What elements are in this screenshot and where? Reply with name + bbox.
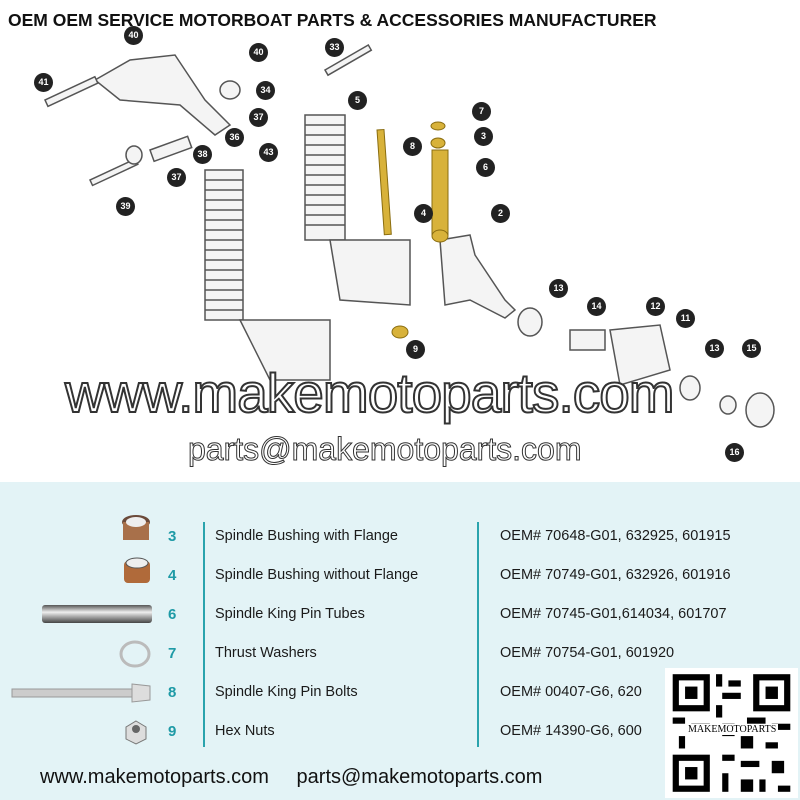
callout-7: 7 [472,102,491,121]
callout-36: 36 [225,128,244,147]
part-name: Spindle Bushing with Flange [215,528,398,544]
nut-9 [391,325,409,339]
shock-right [304,114,411,306]
callout-2: 2 [491,204,510,223]
callout-33: 33 [325,38,344,57]
callout-8: 8 [403,137,422,156]
callout-3: 3 [474,127,493,146]
part-name: Hex Nuts [215,723,275,739]
callout-13: 13 [705,339,724,358]
washer-icon [119,640,151,668]
divider [477,522,479,747]
part-number: 7 [168,645,177,662]
footer-site-link[interactable]: www.makemotoparts.com [40,766,269,788]
callout-15: 15 [742,339,761,358]
callout-11: 11 [676,309,695,328]
exploded-parts-diagram [44,43,775,428]
upper-arm [93,54,232,136]
page-title: OEM OEM SERVICE MOTORBOAT PARTS & ACCESS… [8,10,657,30]
callout-40: 40 [249,43,268,62]
bushing-37 [219,80,241,100]
callout-43: 43 [259,143,278,162]
callout-39: 39 [116,197,135,216]
washer-7 [430,121,446,131]
callout-5: 5 [348,91,367,110]
part-name: Spindle Bushing without Flange [215,567,419,583]
bushing-flange-icon [122,515,150,540]
hub-12 [609,324,671,386]
callout-16: 16 [725,443,744,462]
qr-label: MAKEMOTOPARTS [686,724,779,735]
callout-13: 13 [549,279,568,298]
nut-15 [719,395,737,415]
bolt-icon [11,683,151,703]
part-number: 6 [168,606,177,623]
bushing-icon [124,557,150,583]
table-row: 4 Spindle Bushing without Flange OEM# 70… [0,557,800,595]
shock-left [204,169,331,381]
callout-34: 34 [256,81,275,100]
watermark-email: parts@makemotoparts.com [188,431,582,467]
table-row: 6 Spindle King Pin Tubes OEM# 70745-G01,… [0,598,800,634]
callout-41: 41 [34,73,53,92]
part-name: Spindle King Pin Tubes [215,606,365,622]
callout-12: 12 [646,297,665,316]
bolt-33 [323,43,373,77]
bolt-41 [44,75,99,108]
table-row: 3 Spindle Bushing with Flange OEM# 70648… [0,515,800,556]
callout-6: 6 [476,158,495,177]
part-name: Thrust Washers [215,645,317,661]
oem-numbers: OEM# 00407-G6, 620 [500,684,642,700]
table-row: 7 Thrust Washers OEM# 70754-G01, 601920 [0,637,800,673]
part-number: 4 [168,567,177,584]
spindle-2 [439,234,517,319]
bushing-3 [430,137,446,149]
king-pin-bolt-8 [376,128,392,236]
table-row: 9 Hex Nuts OEM# 14390-G6, 600 [0,715,800,751]
divider [203,522,205,747]
watermark-site: www.makemotoparts.com [64,362,676,424]
footer-email-link[interactable]: parts@makemotoparts.com [296,766,543,788]
tube-icon [42,605,152,623]
callout-40: 40 [124,26,143,45]
hex-nut-icon [125,720,147,745]
spacer-14 [569,329,606,351]
part-name: Spindle King Pin Bolts [215,684,358,700]
oem-numbers: OEM# 70754-G01, 601920 [500,645,675,661]
bearing-13 [679,375,701,401]
part-number: 8 [168,684,177,701]
table-row: 8 Spindle King Pin Bolts OEM# 00407-G6, … [0,676,800,712]
seal-13 [517,307,543,337]
oem-numbers: OEM# 14390-G6, 600 [500,723,642,739]
callout-9: 9 [406,340,425,359]
part-number: 3 [168,528,177,545]
footer: www.makemotoparts.com parts@makemotopart… [40,766,564,789]
callout-37: 37 [167,168,186,187]
washer-37 [125,145,143,165]
tube-6 [431,149,449,236]
callout-37: 37 [249,108,268,127]
oem-numbers: OEM# 70745-G01,614034, 601707 [500,606,727,622]
oem-numbers: OEM# 70749-G01, 632926, 601916 [500,567,731,583]
callout-14: 14 [587,297,606,316]
sleeve-38 [149,135,193,163]
callout-4: 4 [414,204,433,223]
oem-numbers: OEM# 70648-G01, 632925, 601915 [500,528,731,544]
part-number: 9 [168,723,177,740]
bushing-4 [431,229,449,243]
callout-38: 38 [193,145,212,164]
cap-16 [745,392,775,428]
